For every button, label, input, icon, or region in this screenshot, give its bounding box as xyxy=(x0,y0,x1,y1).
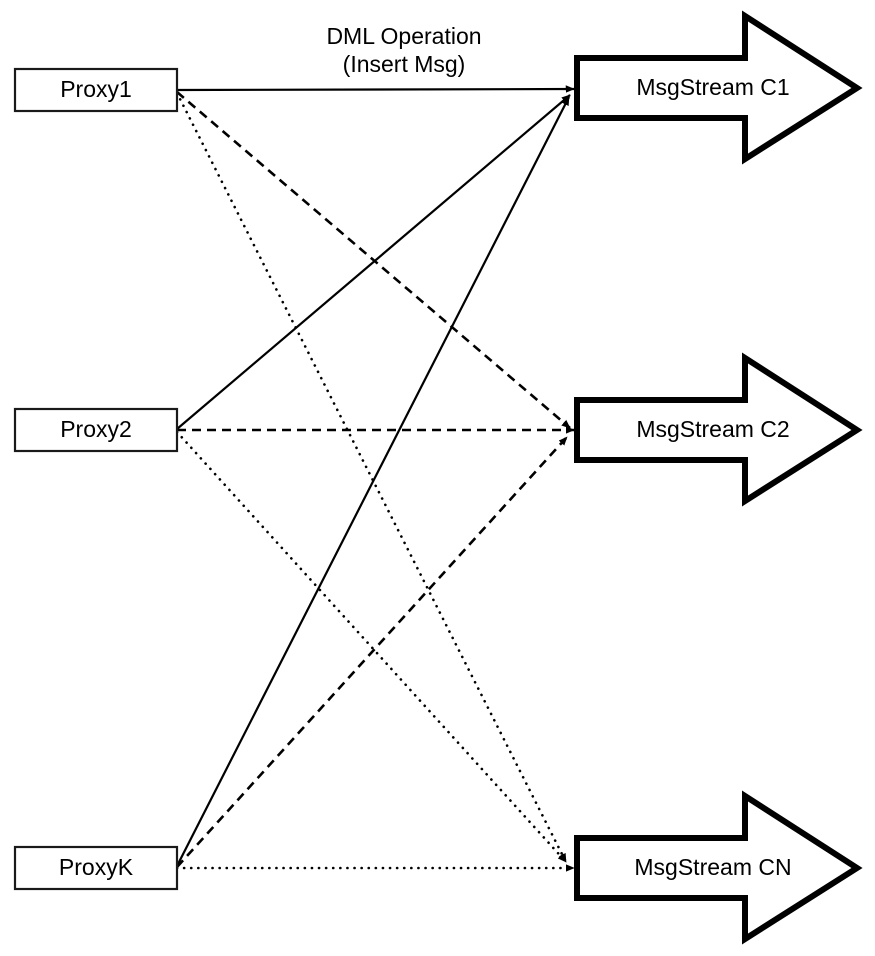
proxy-label: Proxy2 xyxy=(60,416,132,442)
stream-label: MsgStream C1 xyxy=(636,74,789,100)
link-proxyk-to-stream-c2[interactable] xyxy=(176,436,568,868)
proxy-label: ProxyK xyxy=(59,854,134,880)
edge-caption: DML Operation (Insert Msg) xyxy=(326,23,481,77)
edge-caption-line2: (Insert Msg) xyxy=(343,51,466,77)
stream-node-c1[interactable]: MsgStream C1 xyxy=(574,10,863,165)
proxy-box[interactable] xyxy=(13,67,179,113)
proxy-box[interactable] xyxy=(13,407,179,453)
block-arrow-icon[interactable] xyxy=(574,790,863,945)
proxy-node-proxy2[interactable]: Proxy2 xyxy=(13,407,179,453)
proxy-node-proxyk[interactable]: ProxyK xyxy=(13,845,179,891)
block-arrow-icon[interactable] xyxy=(574,352,863,507)
edge-caption-line1: DML Operation xyxy=(326,23,481,49)
stream-label: MsgStream C2 xyxy=(636,416,789,442)
link-proxy1-to-stream-c1[interactable] xyxy=(176,85,575,93)
link-proxy1-to-stream-c2[interactable] xyxy=(176,91,571,429)
link-proxyk-to-stream-c1[interactable] xyxy=(176,96,570,867)
stream-node-cn[interactable]: MsgStream CN xyxy=(574,790,863,945)
block-arrow-icon[interactable] xyxy=(574,10,863,165)
proxy-box[interactable] xyxy=(13,845,179,891)
link-layer xyxy=(175,85,576,872)
proxy-node-proxy1[interactable]: Proxy1 xyxy=(13,67,179,113)
stream-label: MsgStream CN xyxy=(634,854,791,880)
link-proxy2-to-stream-cn[interactable] xyxy=(175,430,568,864)
proxy-label: Proxy1 xyxy=(60,76,132,102)
stream-node-c2[interactable]: MsgStream C2 xyxy=(574,352,863,507)
link-proxy2-to-stream-c1[interactable] xyxy=(176,94,571,430)
link-proxy1-to-stream-cn[interactable] xyxy=(175,91,568,864)
